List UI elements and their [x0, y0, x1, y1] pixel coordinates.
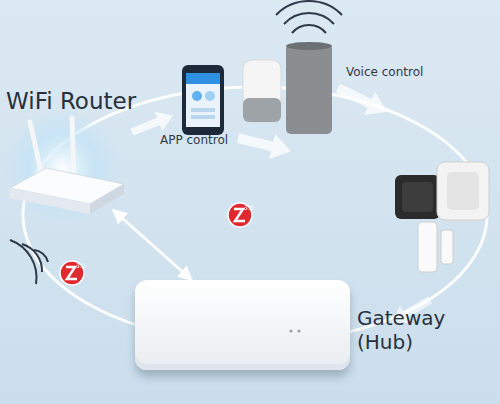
- router-antenna: [72, 118, 74, 180]
- door-sensor: [418, 222, 437, 272]
- smart-speaker: [243, 60, 281, 122]
- phone-body: [182, 65, 224, 135]
- node-label: WiFi Router: [6, 88, 136, 116]
- speaker-top: [286, 42, 332, 50]
- door-magnet: [441, 230, 453, 264]
- indicator-light: [289, 329, 292, 332]
- app-row: [191, 115, 215, 119]
- version-mark: 3.0: [76, 263, 86, 269]
- smart-speaker: [286, 44, 332, 134]
- gateway-hub: Gateway (Hub): [135, 280, 350, 370]
- router-node: WiFi Router: [12, 130, 124, 210]
- flow-arrow: [235, 126, 294, 164]
- wifi-wave: [292, 25, 326, 33]
- app-icon: [192, 91, 202, 101]
- sensor-device: [437, 162, 489, 220]
- router-antenna: [30, 122, 42, 176]
- router-side: [90, 184, 124, 214]
- sensor-face: [447, 172, 479, 210]
- wifi-wave: [10, 240, 37, 284]
- flow-label: APP control: [160, 134, 228, 146]
- router-front: [10, 188, 90, 214]
- indicator-light: [297, 329, 300, 332]
- smart-plug: [395, 175, 440, 219]
- app-icon: [205, 91, 215, 101]
- node-label: Gateway (Hub): [357, 306, 452, 354]
- link-arrow: [113, 210, 192, 280]
- speaker-base: [243, 98, 281, 122]
- app-header: [186, 73, 220, 84]
- app-row: [191, 108, 215, 112]
- phone-screen: [186, 73, 220, 127]
- flow-arrow: [332, 76, 392, 123]
- zigbee-mark: [234, 209, 245, 221]
- router-glow: [4, 110, 120, 226]
- wifi-wave: [276, 1, 342, 15]
- version-mark: 3.0: [244, 205, 254, 211]
- plug-face: [402, 182, 433, 212]
- zigbee-mark: [66, 267, 77, 279]
- wifi-wave: [284, 13, 334, 24]
- flow-label: Voice control: [346, 66, 423, 78]
